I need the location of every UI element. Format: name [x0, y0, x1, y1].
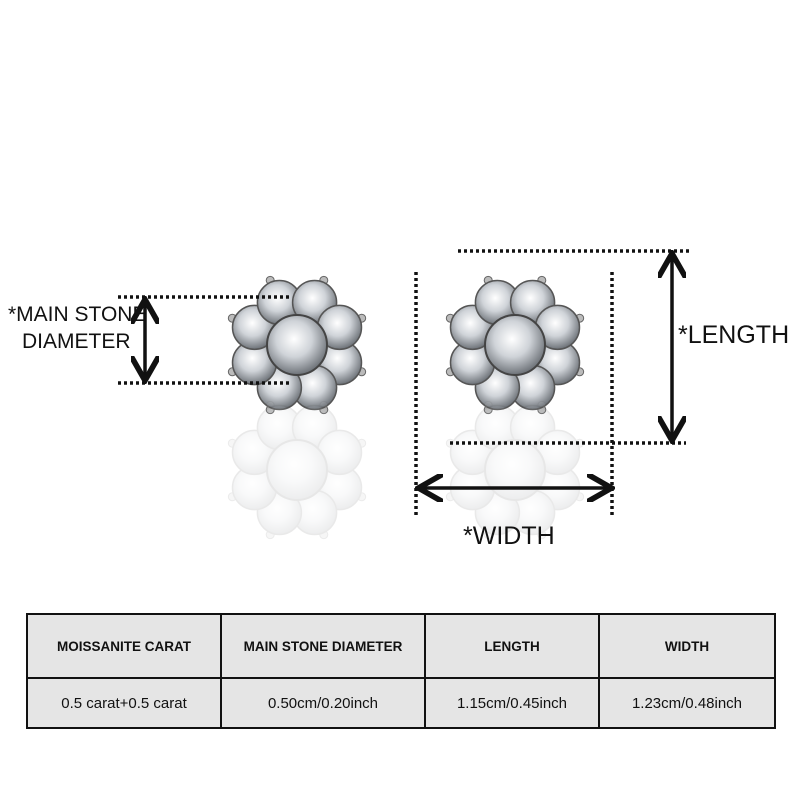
- right-earring: [445, 275, 585, 415]
- left-earring: [227, 275, 367, 415]
- header-cell: MOISSANITE CARAT: [26, 613, 222, 679]
- label-line: *MAIN STONE: [8, 303, 147, 326]
- table-cell: 1.23cm/0.48inch: [598, 677, 776, 729]
- main-stone: [484, 314, 546, 376]
- header-cell: LENGTH: [424, 613, 600, 679]
- right-earring-reflection: [445, 400, 585, 540]
- main-stone-label: *MAIN STONE DIAMETER: [8, 301, 146, 355]
- length-label: *LENGTH: [678, 321, 790, 349]
- table-row: 0.5 carat+0.5 carat 0.50cm/0.20inch 1.15…: [26, 677, 776, 729]
- header-cell: WIDTH: [598, 613, 776, 679]
- table-header-row: MOISSANITE CARAT MAIN STONE DIAMETER LEN…: [26, 613, 776, 679]
- main-stone: [266, 439, 328, 501]
- label-line: DIAMETER: [22, 330, 131, 353]
- left-earring-reflection: [227, 400, 367, 540]
- spec-table: MOISSANITE CARAT MAIN STONE DIAMETER LEN…: [26, 613, 776, 729]
- width-label: *WIDTH: [463, 522, 555, 550]
- dimension-guides: [118, 249, 690, 518]
- table-cell: 1.15cm/0.45inch: [424, 677, 600, 729]
- header-cell: MAIN STONE DIAMETER: [220, 613, 426, 679]
- main-stone: [484, 439, 546, 501]
- main-stone: [266, 314, 328, 376]
- table-cell: 0.5 carat+0.5 carat: [26, 677, 222, 729]
- table-cell: 0.50cm/0.20inch: [220, 677, 426, 729]
